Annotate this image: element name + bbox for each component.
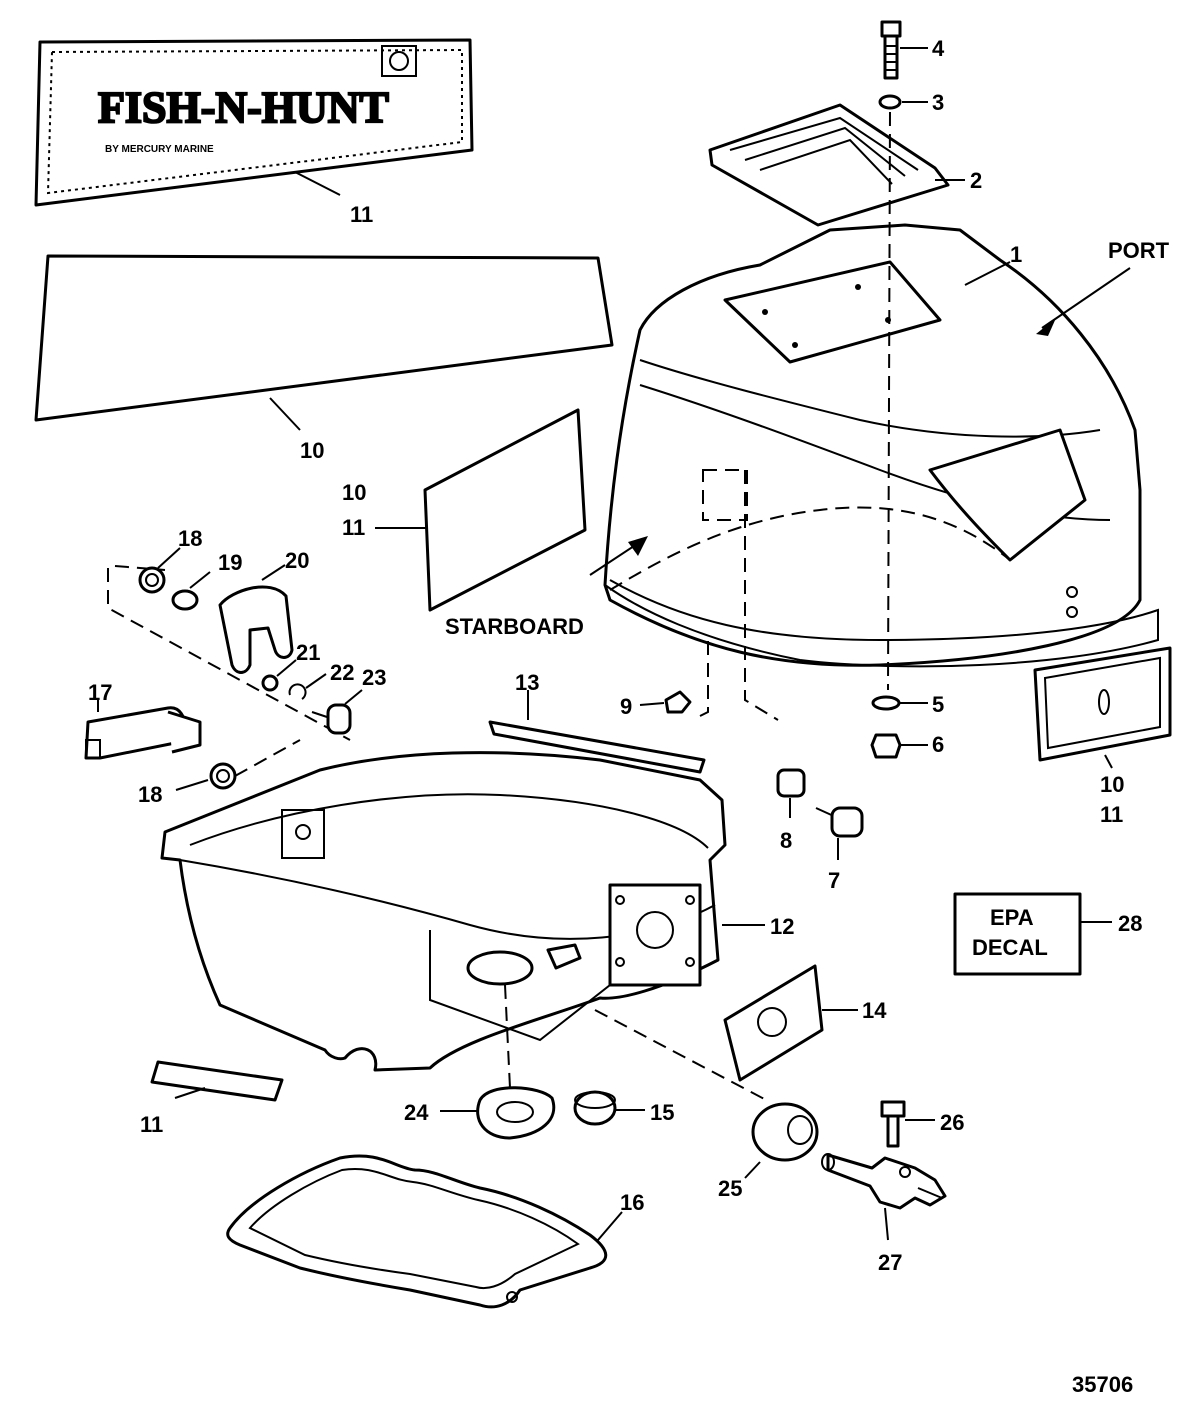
nut-9 [664,690,692,714]
figure-number: 35706 [1072,1372,1133,1397]
callout-10-right: 10 [1100,772,1124,797]
callout-8: 8 [780,828,792,853]
port-arrow-icon [1036,318,1056,336]
washer-21 [261,674,279,692]
grommet-8 [776,768,806,798]
callout-18-bottom: 18 [138,782,162,807]
callout-23: 23 [362,665,386,690]
callout-4: 4 [932,36,945,61]
starboard-arrow-icon [628,536,648,556]
epa-decal-line1: EPA [990,905,1034,930]
clip-18-bottom [209,762,237,790]
callout-11-top: 11 [350,202,373,227]
right-decal-10-11 [1033,646,1172,762]
epa-decal [953,892,1082,976]
callout-21: 21 [296,640,320,665]
decal-11-lower [150,1060,284,1102]
callout-16: 16 [620,1190,644,1215]
callout-11-mid: 11 [342,515,365,540]
callout-24: 24 [404,1100,429,1125]
fish-n-hunt-decal: FISH-N-HUNT BY MERCURY MARINE [34,38,474,207]
callout-22: 22 [330,660,354,685]
callout-6: 6 [932,732,944,757]
grommet-24 [476,1086,556,1140]
latch-20 [218,585,294,674]
washer [878,94,902,110]
plug-15 [573,1090,617,1126]
callout-27: 27 [878,1250,902,1275]
port-label: PORT [1108,238,1170,263]
bolt [880,20,902,80]
callout-17: 17 [88,680,112,705]
screw-23 [311,703,352,735]
decal-brand-text: FISH-N-HUNT [98,83,389,132]
bolt-26 [880,1100,906,1148]
callout-25: 25 [718,1176,742,1201]
callout-15: 15 [650,1100,674,1125]
gasket-16 [226,1154,608,1309]
callout-1: 1 [1010,242,1022,267]
bottom-cowl [160,751,727,1072]
callout-2: 2 [970,168,982,193]
callout-13: 13 [515,670,539,695]
callout-12: 12 [770,914,794,939]
top-cowl [603,223,1159,668]
latch-handle-17 [84,706,202,760]
callout-5: 5 [932,692,944,717]
callout-9: 9 [620,694,632,719]
callout-28: 28 [1118,911,1142,936]
epa-decal-line2: DECAL [972,935,1048,960]
callout-11-bottom: 11 [140,1112,163,1137]
fuel-connector-27 [821,1153,947,1210]
washer-5 [871,695,901,711]
starboard-label: STARBOARD [445,614,584,639]
plate-14 [723,964,824,1082]
callout-14: 14 [862,998,887,1023]
pin-7 [815,806,864,838]
callout-26: 26 [940,1110,964,1135]
callout-20: 20 [285,548,309,573]
clip-22 [288,683,307,700]
rear-decal-10-11 [423,408,587,612]
clip-18-top [138,566,166,594]
cover-plate [708,103,950,227]
callout-3: 3 [932,90,944,115]
callout-11-right: 11 [1100,802,1123,827]
seal-strip [488,720,706,774]
callout-10-mid: 10 [342,480,366,505]
side-decal-10 [34,254,614,422]
callout-10-left: 10 [300,438,324,463]
washer-19 [171,589,199,611]
callout-19: 19 [218,550,242,575]
grommet-25 [751,1102,819,1162]
decal-sub-text: BY MERCURY MARINE [105,144,214,155]
callout-18-top: 18 [178,526,202,551]
callout-7: 7 [828,868,840,893]
nut-6 [870,733,902,759]
